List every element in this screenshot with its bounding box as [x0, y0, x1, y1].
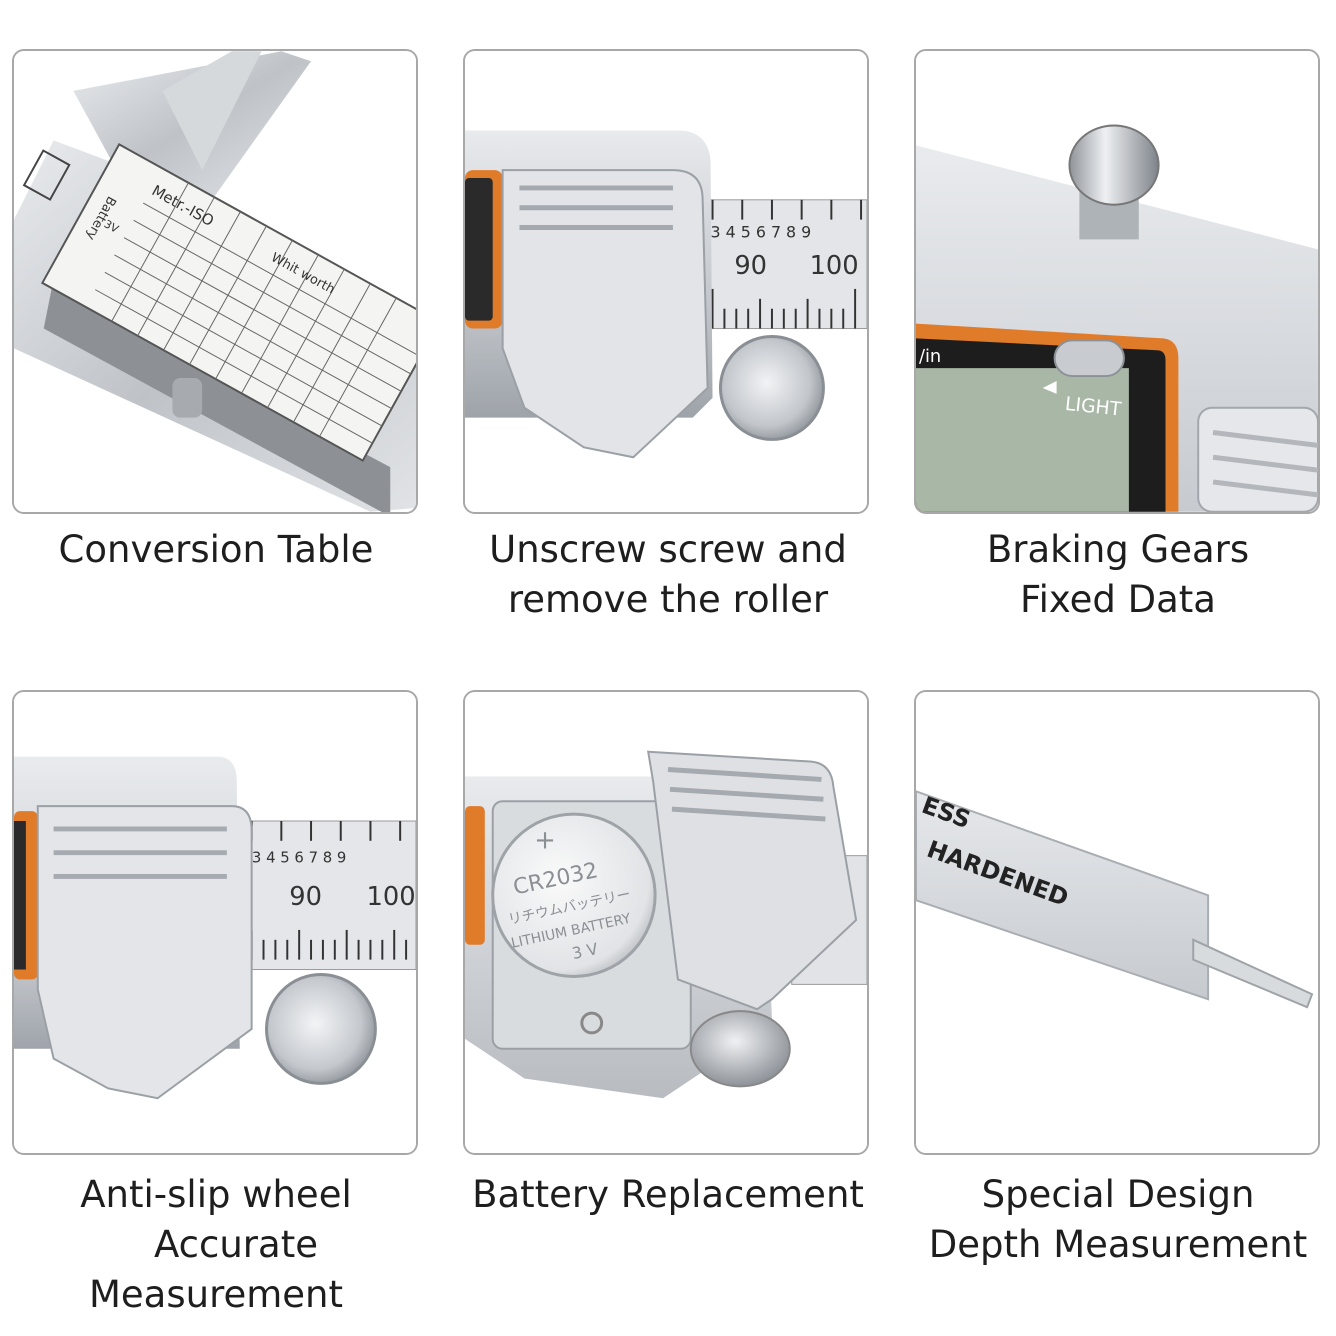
caption-battery-replacement: Battery Replacement — [448, 1170, 888, 1220]
caption-line: Anti-slip wheel — [80, 1173, 352, 1216]
panel-anti-slip-wheel: 2 3 4 5 6 7 8 9 90 100 — [12, 690, 418, 1155]
caption-line: Conversion Table — [58, 528, 374, 571]
panel-depth-measurement: ESS HARDENED — [914, 690, 1320, 1155]
scale-90-text: 90 — [289, 882, 322, 912]
panel-conversion-table: Metr.-ISO Whit worth Battery 3V — [12, 49, 418, 514]
panel-unscrew-roller: 3 4 5 6 7 8 9 90 100 — [463, 49, 869, 514]
battery-plus-text: + — [534, 826, 556, 856]
caption-line: remove the roller — [507, 578, 829, 621]
caption-line: Depth Measurement — [928, 1223, 1308, 1266]
unit-label-text: /in — [919, 346, 941, 367]
caption-anti-slip-wheel: Anti-slip wheel Accurate Measurement — [0, 1170, 436, 1320]
scale-90-text: 90 — [734, 251, 767, 281]
caption-line: Fixed Data — [1020, 578, 1216, 621]
unscrew-roller-photo: 3 4 5 6 7 8 9 90 100 — [465, 51, 867, 512]
battery-replacement-photo: + CR2032 リチウムバッテリー LITHIUM BATTERY 3 V — [465, 692, 867, 1153]
caption-unscrew-roller: Unscrew screw and remove the roller — [448, 525, 888, 625]
panel-battery-replacement: + CR2032 リチウムバッテリー LITHIUM BATTERY 3 V — [463, 690, 869, 1155]
caption-line: Measurement — [88, 1273, 343, 1316]
scale-digits-text: 2 3 4 5 6 7 8 9 — [238, 849, 347, 867]
caption-depth-measurement: Special Design Depth Measurement — [898, 1170, 1336, 1270]
voltage-text: 3V — [102, 217, 121, 236]
caption-braking-gears: Braking Gears Fixed Data — [898, 525, 1336, 625]
caption-line: Special Design — [981, 1173, 1255, 1216]
caption-line: Braking Gears — [986, 528, 1250, 571]
braking-gears-photo: /in LIGHT — [916, 51, 1318, 512]
scale-digits-text: 3 4 5 6 7 8 9 — [711, 222, 812, 241]
anti-slip-wheel-photo: 2 3 4 5 6 7 8 9 90 100 — [14, 692, 416, 1153]
depth-measurement-photo: ESS HARDENED — [916, 692, 1318, 1153]
conversion-table-photo: Metr.-ISO Whit worth Battery 3V — [14, 51, 416, 512]
scale-100-text: 100 — [810, 251, 859, 281]
caption-line: Accurate — [154, 1223, 318, 1266]
caption-line: Unscrew screw and — [489, 528, 847, 571]
caption-conversion-table: Conversion Table — [0, 525, 436, 575]
scale-100-text: 100 — [366, 882, 415, 912]
panel-braking-gears: /in LIGHT — [914, 49, 1320, 514]
caption-line: Battery Replacement — [472, 1173, 864, 1216]
